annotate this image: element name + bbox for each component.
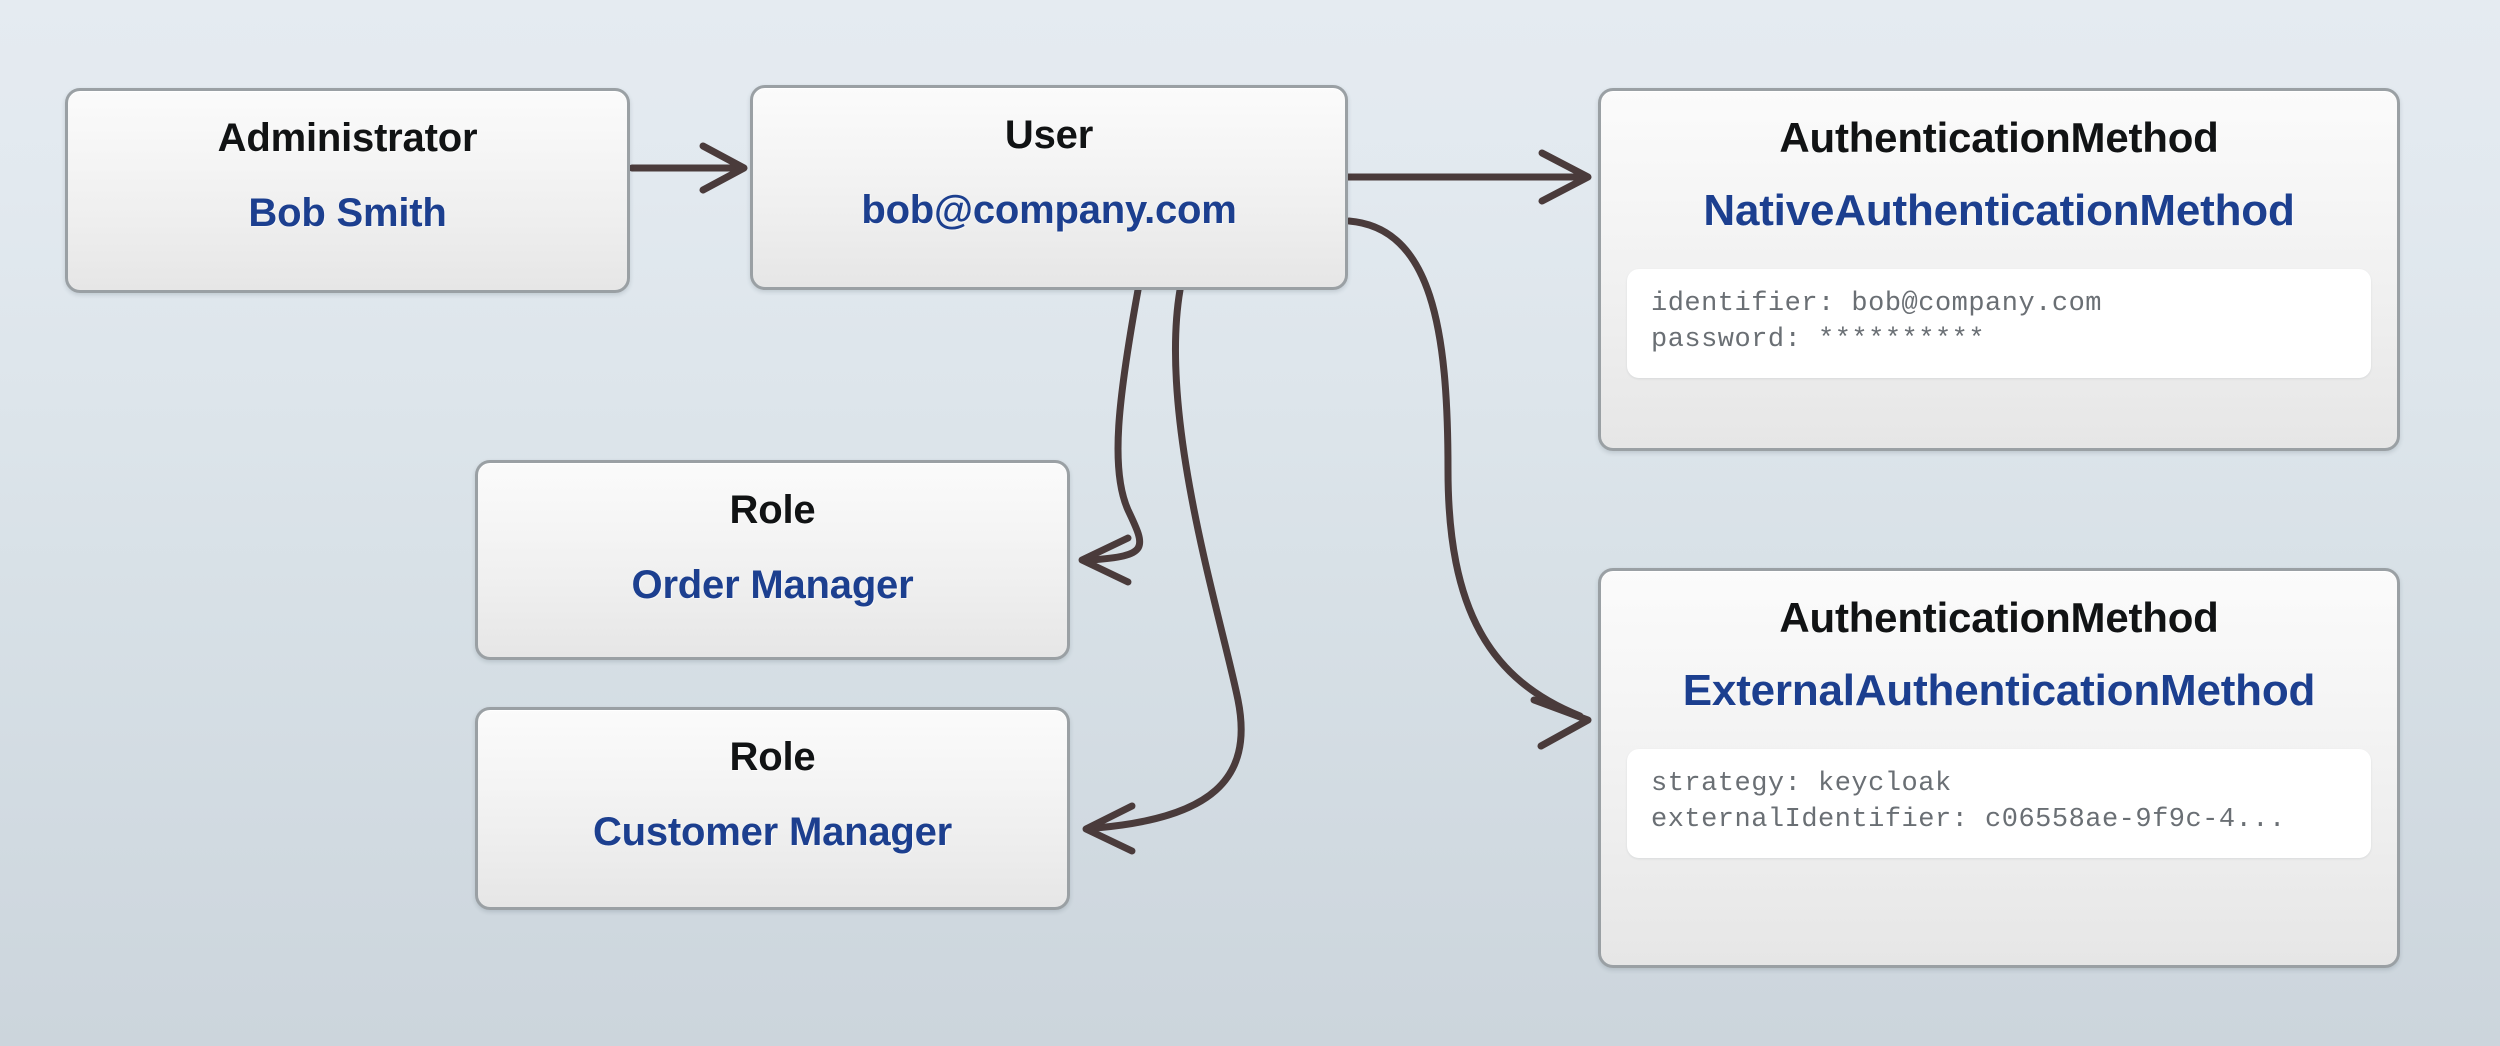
edge-user-to-native-auth <box>1344 149 1592 205</box>
edge-user-to-role-order-manager <box>1078 286 1144 586</box>
edge-user-to-role-customer-manager <box>1082 286 1245 855</box>
edge-user-to-external-auth <box>1345 217 1592 750</box>
node-role-customer-manager-type: Role <box>729 735 816 779</box>
node-external-auth[interactable]: AuthenticationMethod ExternalAuthenticat… <box>1598 568 2400 968</box>
detail-external-identifier: externalIdentifier: c06558ae-9f9c-4... <box>1651 804 2286 835</box>
node-role-customer-manager-label: Customer Manager <box>592 810 953 854</box>
node-administrator[interactable]: Administrator Bob Smith <box>65 88 630 293</box>
node-native-auth-label: NativeAuthenticationMethod <box>1703 186 2295 235</box>
node-external-auth-label: ExternalAuthenticationMethod <box>1682 666 2316 715</box>
node-user[interactable]: User bob@company.com <box>750 85 1348 290</box>
node-native-auth-type: AuthenticationMethod <box>1779 114 2219 161</box>
node-role-order-manager-type: Role <box>729 488 816 532</box>
node-user-type: User <box>1004 113 1094 157</box>
detail-strategy: strategy: keycloak <box>1651 769 1952 799</box>
node-administrator-label: Bob Smith <box>248 191 447 235</box>
node-role-order-manager-label: Order Manager <box>631 563 914 607</box>
node-administrator-type: Administrator <box>217 116 478 160</box>
node-external-auth-type: AuthenticationMethod <box>1779 594 2219 641</box>
edge-administrator-to-user <box>628 142 748 194</box>
node-role-order-manager[interactable]: Role Order Manager <box>475 460 1070 660</box>
node-role-customer-manager[interactable]: Role Customer Manager <box>475 707 1070 910</box>
node-user-label: bob@company.com <box>861 188 1237 232</box>
detail-identifier: identifier: bob@company.com <box>1651 289 2102 319</box>
detail-password: password: ********** <box>1651 324 1986 355</box>
node-native-auth[interactable]: AuthenticationMethod NativeAuthenticatio… <box>1598 88 2400 451</box>
node-native-auth-details: identifier: bob@company.com password: **… <box>1627 269 2371 379</box>
node-external-auth-details: strategy: keycloak externalIdentifier: c… <box>1627 749 2371 859</box>
